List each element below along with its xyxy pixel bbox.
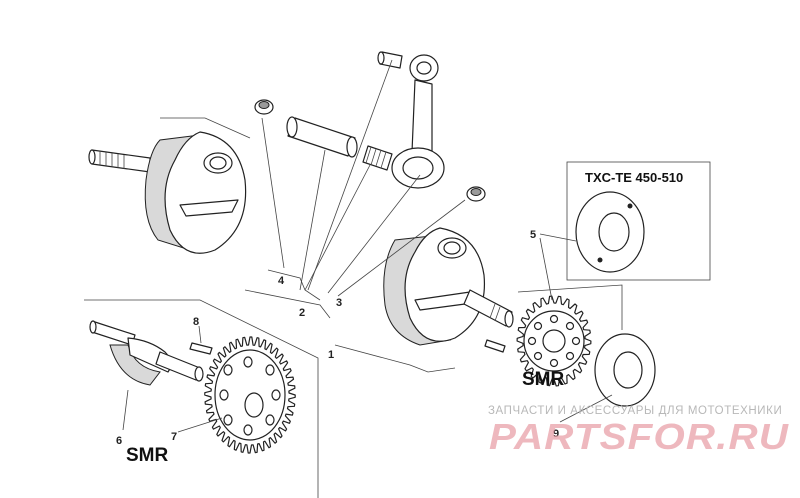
bearing-cap-left bbox=[254, 99, 274, 115]
callout-8: 8 bbox=[193, 316, 199, 328]
timing-gear-right bbox=[516, 295, 592, 387]
smr-crankshaft bbox=[89, 320, 204, 386]
small-end-bushing bbox=[377, 51, 403, 69]
leader-lines bbox=[122, 59, 623, 433]
bearing-cap-right bbox=[466, 186, 486, 202]
watermark-logo: PARTSFOR.RU bbox=[489, 416, 789, 456]
watermark-caption: ЗАПЧАСТИ И АКСЕССУАРЫ ДЛЯ МОТОТЕХНИКИ bbox=[488, 405, 783, 417]
callout-2: 2 bbox=[299, 307, 305, 319]
callout-1: 1 bbox=[328, 349, 334, 361]
smr-inset: SMR bbox=[84, 299, 319, 498]
smr-gear bbox=[204, 336, 296, 454]
crank-pin bbox=[286, 116, 358, 158]
smr-label-left: SMR bbox=[126, 445, 169, 466]
thrust-washer bbox=[594, 333, 656, 407]
dowel-pin bbox=[189, 342, 213, 355]
callout-4: 4 bbox=[278, 275, 285, 287]
connecting-rod bbox=[391, 54, 445, 189]
variant-box-label: TXC-TE 450-510 bbox=[585, 170, 683, 185]
smr-label-right: SMR bbox=[522, 369, 565, 390]
callout-3: 3 bbox=[336, 297, 342, 309]
callout-6: 6 bbox=[116, 435, 122, 447]
callout-numbers: 4 2 3 1 5 6 7 8 9 bbox=[116, 229, 559, 447]
variant-disc bbox=[575, 191, 645, 273]
callout-5: 5 bbox=[530, 229, 536, 241]
left-crank-half bbox=[88, 131, 247, 254]
callout-9: 9 bbox=[553, 428, 559, 440]
variant-box: TXC-TE 450-510 bbox=[566, 161, 711, 281]
callout-7: 7 bbox=[171, 431, 177, 443]
svg-text:PARTSFOR.RU: PARTSFOR.RU bbox=[489, 416, 789, 456]
woodruff-key-right bbox=[484, 339, 506, 353]
right-crank-half bbox=[383, 227, 514, 346]
needle-bearing bbox=[362, 145, 393, 171]
